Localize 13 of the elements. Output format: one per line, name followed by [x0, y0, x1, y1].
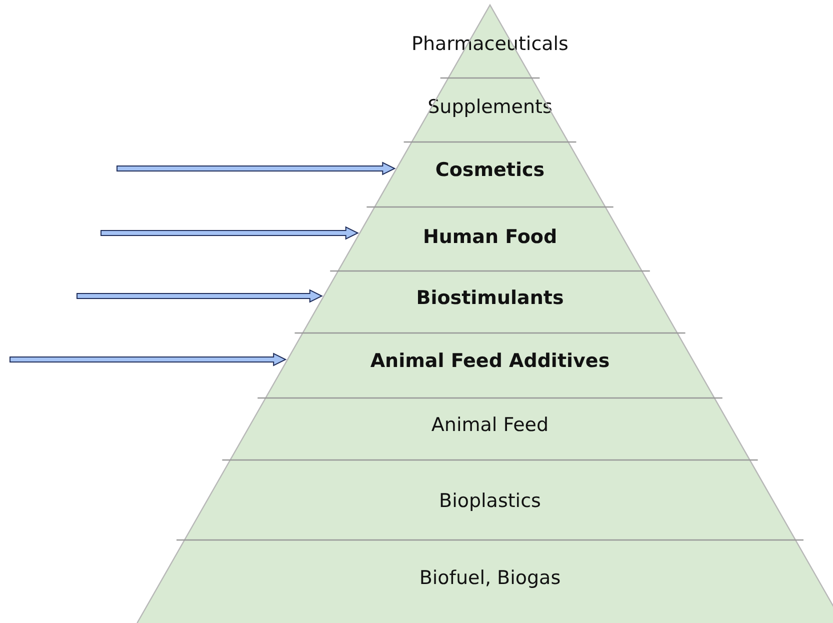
band-label: Biofuel, Biogas	[418, 567, 562, 589]
band-label: Pharmaceuticals	[410, 33, 570, 55]
band-label: Biostimulants	[415, 287, 565, 309]
band-label: Animal Feed	[430, 414, 550, 436]
arrow	[10, 352, 287, 366]
band-label: Human Food	[422, 226, 558, 248]
arrow	[116, 162, 396, 176]
arrow	[100, 226, 359, 240]
band-label: Bioplastics	[438, 490, 542, 512]
band-label: Animal Feed Additives	[369, 350, 611, 372]
arrow	[76, 289, 323, 303]
band-label: Cosmetics	[434, 159, 546, 181]
band-label: Supplements	[426, 96, 554, 118]
